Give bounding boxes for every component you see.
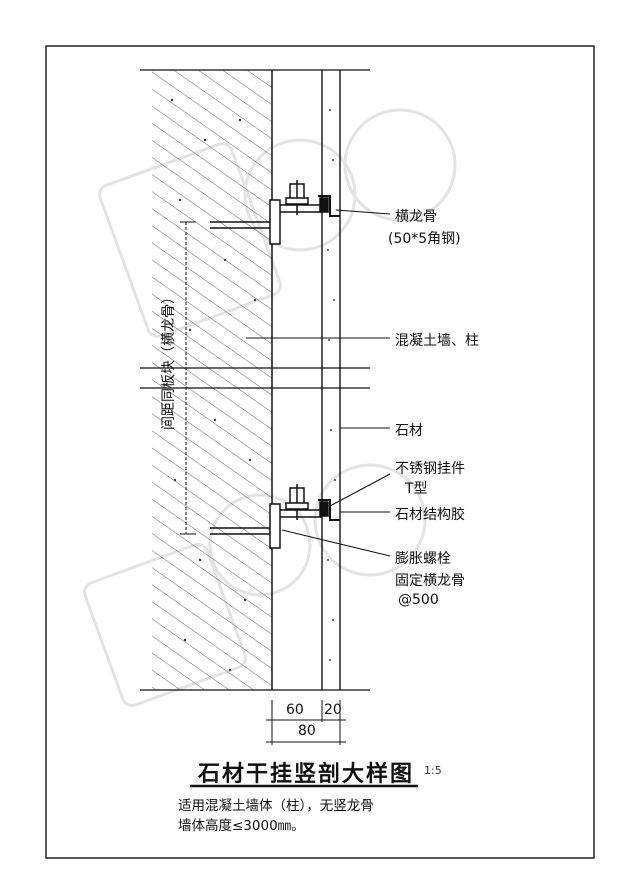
- label-concrete-wall: 混凝土墙、柱: [395, 333, 479, 349]
- label-bolt-spacing: @500: [398, 592, 439, 608]
- dimension-20: 20: [324, 702, 342, 718]
- label-stone: 石材: [395, 423, 423, 439]
- drawing-scale: 1:5: [424, 764, 442, 777]
- label-hanger-type: T型: [405, 481, 428, 497]
- concrete-wall: [152, 70, 273, 690]
- leader-lines: [246, 209, 391, 557]
- label-horizontal-keel-spec: (50*5角钢): [388, 231, 461, 247]
- drawing-title: 石材干挂竖剖大样图: [198, 761, 415, 787]
- note-line-2: 墙体高度≤3000㎜。: [178, 818, 305, 834]
- label-fix-keel: 固定横龙骨: [395, 573, 465, 589]
- upper-anchor: [210, 180, 340, 245]
- label-expansion-bolt: 膨胀螺栓: [395, 551, 451, 567]
- drawing-frame: [45, 45, 595, 859]
- label-horizontal-keel: 横龙骨: [395, 209, 437, 225]
- label-vertical-dimension: 间距同板块（横龙骨）: [161, 290, 177, 430]
- dimension-80: 80: [298, 723, 316, 739]
- note-line-1: 适用混凝土墙体（柱），无竖龙骨: [178, 798, 374, 814]
- vertical-dimension-line: [180, 221, 196, 535]
- stone-panel: [321, 70, 341, 690]
- label-stainless-hanger: 不锈钢挂件: [395, 461, 465, 477]
- dimension-60: 60: [286, 702, 304, 718]
- label-stone-adhesive: 石材结构胶: [395, 507, 465, 523]
- lower-anchor: [210, 484, 340, 549]
- bottom-dimension: [266, 700, 346, 745]
